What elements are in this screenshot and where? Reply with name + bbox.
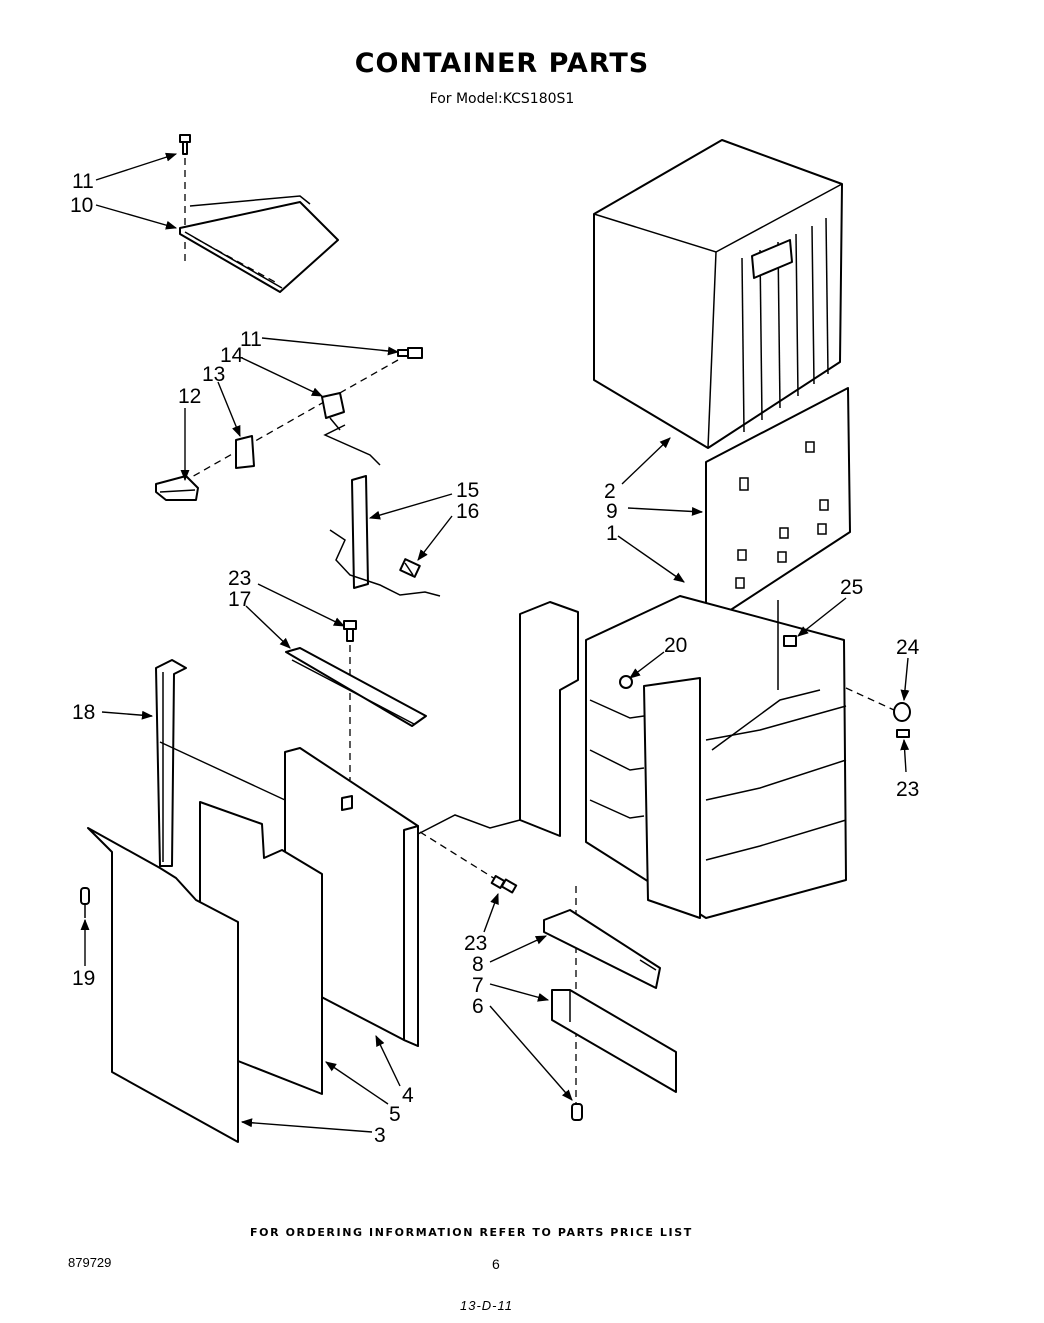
callout-17: 17 (228, 588, 251, 611)
callout-12: 12 (178, 385, 201, 408)
model-subtitle: For Model:KCS180S1 (429, 91, 575, 107)
part-base-channel (543, 909, 661, 989)
callout-9: 9 (606, 500, 618, 523)
callout-15: 15 (456, 479, 479, 502)
assembly-line (159, 741, 286, 801)
callout-23-door: 23 (464, 932, 487, 955)
part-back-plate (705, 387, 851, 627)
assembly-line (189, 359, 399, 479)
part-switch-arm (329, 475, 441, 597)
part-door-top-trim (285, 647, 427, 727)
ordering-note: FOR ORDERING INFORMATION REFER TO PARTS … (250, 1226, 693, 1239)
callout-2: 2 (604, 480, 616, 503)
part-screw-door-top (343, 620, 357, 642)
callout-16: 16 (456, 500, 479, 523)
part-screw-hinge (397, 347, 423, 359)
part-plug (893, 702, 911, 722)
callout-4: 4 (402, 1084, 414, 1107)
part-screw-cabinet (783, 635, 797, 647)
handwritten-code: 13-D-11 (460, 1298, 514, 1313)
callout-23-top: 23 (228, 567, 251, 590)
callout-24: 24 (896, 636, 920, 659)
part-screw-top (179, 134, 191, 155)
callout-11-top: 11 (72, 170, 94, 193)
callout-5: 5 (389, 1103, 401, 1126)
part-actuator (155, 475, 199, 501)
part-clip (235, 435, 255, 469)
leader-lines (80, 152, 910, 1133)
document-number: 879729 (68, 1255, 112, 1270)
part-screw-door-side (490, 875, 518, 894)
assembly-line (845, 687, 895, 711)
assembly-line (419, 831, 501, 883)
part-base-bracket (551, 989, 677, 1093)
callout-7: 7 (472, 974, 484, 997)
callout-1: 1 (606, 522, 618, 545)
page-title: CONTAINER PARTS (354, 48, 650, 79)
callout-6: 6 (472, 995, 484, 1018)
callout-14: 14 (220, 344, 244, 367)
callout-11-hinge: 11 (240, 328, 262, 351)
part-hinge-bracket (321, 392, 381, 466)
part-cabinet-body (519, 595, 847, 919)
callout-13: 13 (202, 363, 225, 386)
callout-8: 8 (472, 953, 484, 976)
part-shield-plate (179, 195, 339, 293)
part-screw-base (571, 1103, 583, 1121)
callout-10: 10 (70, 194, 93, 217)
part-cabinet-cover (593, 139, 843, 449)
callout-18: 18 (72, 701, 95, 724)
part-side-trim (155, 659, 187, 867)
callout-25: 25 (840, 576, 863, 599)
part-door-screw-side (80, 887, 90, 918)
callout-20: 20 (664, 634, 687, 657)
part-spring (399, 558, 421, 578)
part-door-liner (87, 827, 239, 1143)
page-number: 6 (492, 1256, 500, 1272)
part-screw-cabinet-side (896, 729, 910, 738)
callout-23-cabinet: 23 (896, 778, 919, 801)
callout-3: 3 (374, 1124, 386, 1147)
callout-19: 19 (72, 967, 95, 990)
assembly-line (417, 814, 521, 835)
